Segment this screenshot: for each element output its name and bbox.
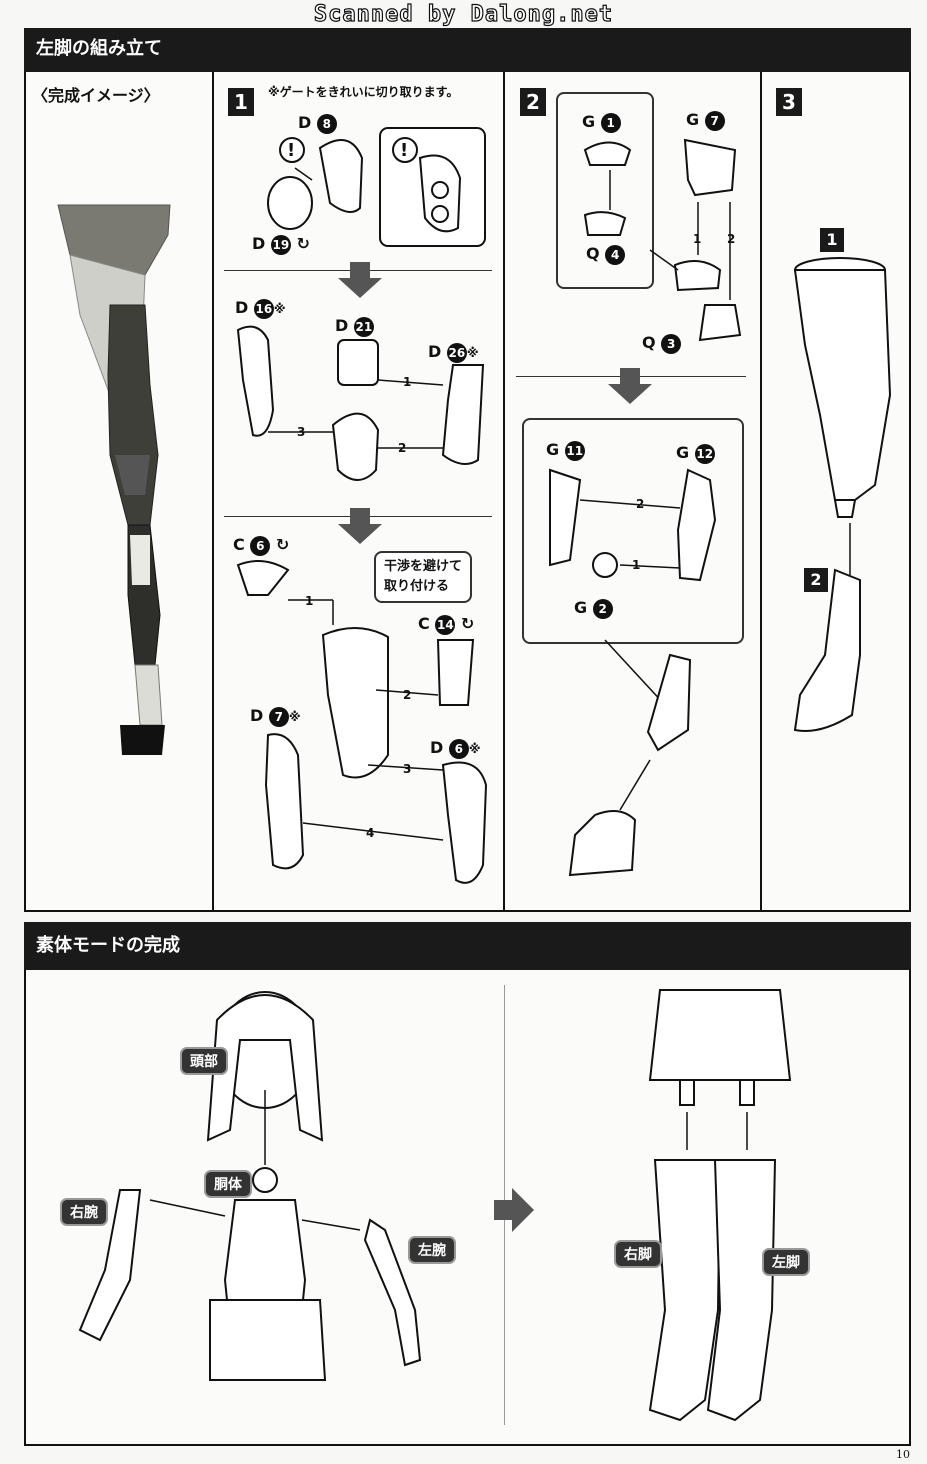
- step-number: 1: [228, 88, 254, 116]
- gate-trim-note: ※ゲートをきれいに切り取ります。: [268, 85, 459, 99]
- label-left-leg: 左脚: [762, 1248, 810, 1276]
- part-number-badge: 16: [253, 298, 274, 319]
- part-number-badge: 3: [661, 333, 682, 354]
- hook-icon: ↻: [296, 234, 310, 253]
- step2-stage1-illustration: [583, 138, 742, 342]
- section-header-basic-mode: 素体モードの完成: [24, 922, 911, 970]
- part-number-badge: 12: [694, 443, 715, 464]
- part-label-g1: G 1: [582, 112, 621, 133]
- part-label-q3: Q 3: [642, 333, 682, 354]
- page-number: 10: [896, 1448, 910, 1461]
- part-label-c14: C 14 ↻: [418, 614, 475, 635]
- part-label-d6: D 6※: [430, 738, 481, 759]
- part-label-q4: Q 4: [586, 244, 626, 265]
- step1-stage3-illustration: [236, 560, 488, 884]
- label-head: 頭部: [180, 1047, 228, 1075]
- step3-illustration: [793, 257, 892, 732]
- hook-icon: ↻: [460, 614, 475, 633]
- subassembly-box: [556, 92, 654, 289]
- order-number: 1: [693, 232, 702, 246]
- order-number: 2: [403, 688, 412, 702]
- complete-image-label: 〈完成イメージ〉: [32, 86, 160, 105]
- column-divider: [503, 72, 505, 912]
- part-number-badge: 14: [435, 614, 456, 635]
- part-label-g12: G 12: [676, 443, 715, 464]
- svg-text:!: !: [400, 140, 408, 161]
- label-left-arm: 左腕: [408, 1236, 456, 1264]
- part-d8-illustration: !: [267, 137, 364, 230]
- section-header-leg-assembly: 左脚の組み立て: [24, 28, 911, 72]
- section-title: 左脚の組み立て: [36, 38, 162, 59]
- part-label-g7: G 7: [686, 110, 725, 131]
- part-number-badge: 6: [448, 738, 469, 759]
- order-number: 3: [297, 425, 306, 439]
- order-number: 1: [403, 375, 412, 389]
- column-divider: [760, 72, 762, 912]
- order-number: 2: [398, 441, 407, 455]
- order-number: 2: [727, 232, 736, 246]
- part-number-badge: 4: [605, 244, 626, 265]
- part-label-g2: G 2: [574, 598, 613, 619]
- order-number: 4: [366, 826, 375, 840]
- label-right-arm: 右腕: [60, 1198, 108, 1226]
- step2-stage2-illustration: [549, 468, 717, 877]
- order-number: 2: [636, 497, 645, 511]
- part-label-d8: D 8: [298, 113, 337, 134]
- hook-icon: ↻: [275, 535, 290, 554]
- step1-stage2-illustration: [236, 325, 485, 481]
- down-arrow-icon: [338, 508, 382, 544]
- scanner-watermark: Scanned by Dalong.net: [313, 1, 614, 27]
- subassembly-box: [522, 418, 744, 644]
- part-label-c6: C 6 ↻: [233, 535, 290, 556]
- legs-attachment-illustration: [648, 989, 792, 1422]
- part-number-badge: 21: [353, 316, 374, 337]
- svg-text:!: !: [287, 140, 295, 161]
- part-label-g11: G 11: [546, 440, 585, 461]
- down-arrow-icon: [338, 262, 382, 298]
- step-number: 3: [776, 88, 802, 116]
- part-label-d21: D 21: [335, 316, 374, 337]
- down-arrow-icon: [608, 368, 652, 404]
- interference-callout: 干渉を避けて 取り付ける: [374, 551, 473, 603]
- order-number: 1: [305, 594, 314, 608]
- finished-leg-photo: [57, 204, 171, 755]
- order-number: 1: [632, 558, 641, 572]
- part-number-badge: 7: [268, 706, 289, 727]
- substep-number: 2: [804, 568, 828, 592]
- substep-number: 1: [820, 228, 844, 252]
- part-number-badge: 8: [316, 113, 337, 134]
- section-title: 素体モードの完成: [36, 935, 180, 956]
- part-number-badge: 19: [270, 234, 291, 255]
- part-number-badge: 11: [564, 440, 585, 461]
- column-divider: [212, 72, 214, 912]
- part-number-badge: 26: [446, 342, 467, 363]
- label-right-leg: 右脚: [614, 1240, 662, 1268]
- order-number: 3: [403, 762, 412, 776]
- detail-callout-d8: !: [379, 127, 486, 247]
- part-number-badge: 2: [592, 598, 613, 619]
- part-label-d7: D 7※: [250, 706, 301, 727]
- part-label-d19: D 19 ↻: [252, 234, 310, 255]
- body-assembly-illustration: [78, 991, 422, 1381]
- part-label-d26: D 26※: [428, 342, 479, 363]
- part-number-badge: 7: [704, 110, 725, 131]
- right-arrow-icon: [494, 1188, 534, 1232]
- part-label-d16: D 16※: [235, 298, 286, 319]
- step-number: 2: [520, 88, 546, 116]
- part-number-badge: 1: [600, 112, 621, 133]
- part-number-badge: 6: [250, 535, 271, 556]
- label-torso: 胴体: [204, 1170, 252, 1198]
